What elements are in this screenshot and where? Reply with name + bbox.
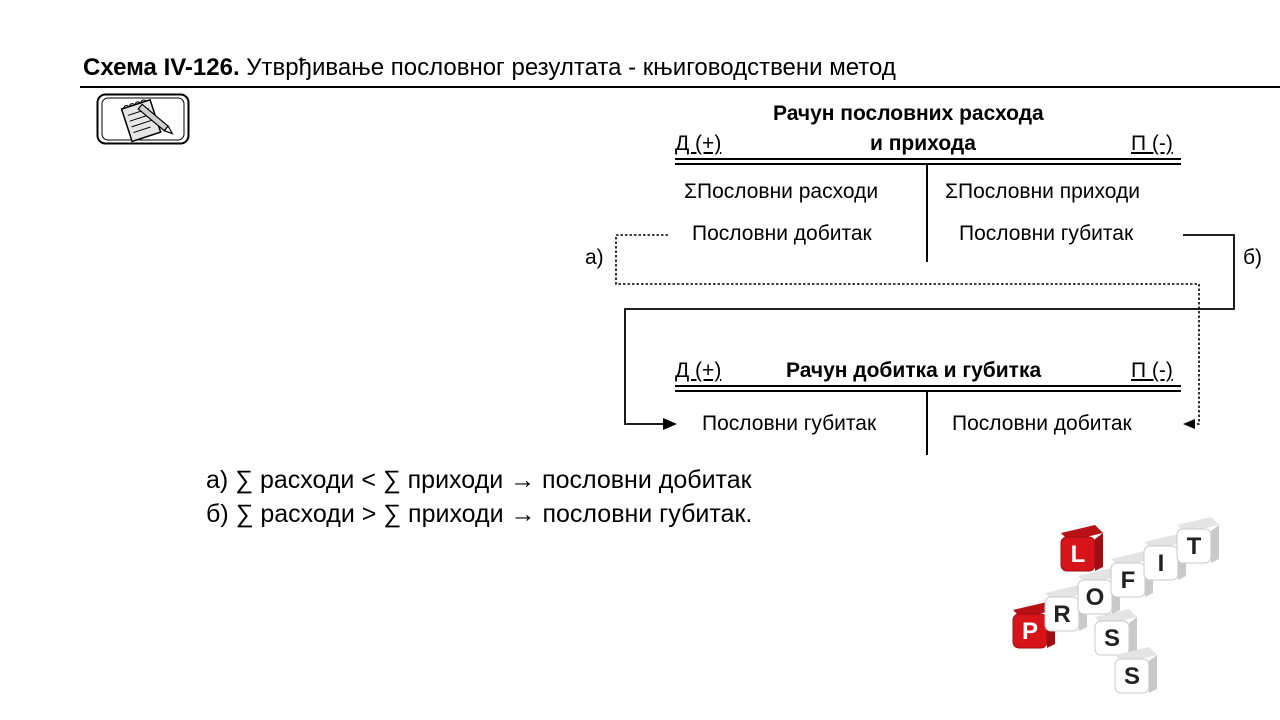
heading-rule: [80, 86, 1280, 88]
account1-credit: П (-): [1131, 132, 1173, 155]
account2-title: Рачун добитка и губитка: [786, 359, 1042, 382]
svg-text:S: S: [1124, 663, 1140, 690]
cube-loss-l-0: L: [1060, 525, 1103, 572]
svg-text:P: P: [1022, 618, 1038, 645]
svg-text:F: F: [1121, 567, 1136, 594]
formula-loss: б) ∑ расходи > ∑ приходи → пословни губи…: [206, 500, 753, 528]
account1-right-row1: ΣПословни приходи: [945, 180, 1140, 203]
account1-right-row2: Пословни губитак: [959, 222, 1134, 245]
arrowhead-a: [1183, 419, 1195, 429]
svg-text:I: I: [1158, 550, 1165, 577]
formula-profit: а) ∑ расходи < ∑ приходи → пословни доби…: [206, 466, 752, 494]
cube-profit-t-5: T: [1176, 517, 1219, 564]
svg-text:R: R: [1053, 601, 1070, 628]
account1-left-row2: Пословни добитак: [692, 222, 872, 245]
path-a-profit: [615, 234, 1200, 425]
marker-a: а): [585, 246, 604, 269]
heading-scheme-number: Схема IV-126.: [83, 54, 240, 81]
arrowhead-b: [663, 418, 677, 430]
svg-text:T: T: [1187, 533, 1202, 560]
page-title: Схема IV-126. Утврђивање пословног резул…: [83, 54, 896, 82]
heading-text: Утврђивање пословног резултата - књигово…: [239, 54, 896, 81]
cube-loss-s-3: S: [1114, 647, 1157, 694]
account1-title-line1: Рачун пословних расхода: [773, 102, 1044, 125]
account2-left-row: Пословни губитак: [702, 412, 877, 435]
account1-left-row1: ΣПословни расходи: [684, 180, 879, 203]
cube-loss-s-2: S: [1094, 609, 1137, 656]
svg-text:O: O: [1086, 584, 1105, 611]
svg-text:L: L: [1071, 541, 1086, 568]
account1-debit: Д (+): [675, 132, 722, 155]
notepad-pencil-icon: [96, 93, 190, 145]
path-b-loss: [624, 234, 1235, 425]
cube-profit-o-2: O: [1077, 568, 1120, 615]
account2-debit: Д (+): [675, 359, 722, 382]
account2-credit: П (-): [1131, 359, 1173, 382]
marker-b: б): [1243, 246, 1263, 269]
svg-text:S: S: [1104, 625, 1120, 652]
account1-title-line2: и прихода: [870, 132, 976, 155]
account2-right-row: Пословни добитак: [952, 412, 1132, 435]
